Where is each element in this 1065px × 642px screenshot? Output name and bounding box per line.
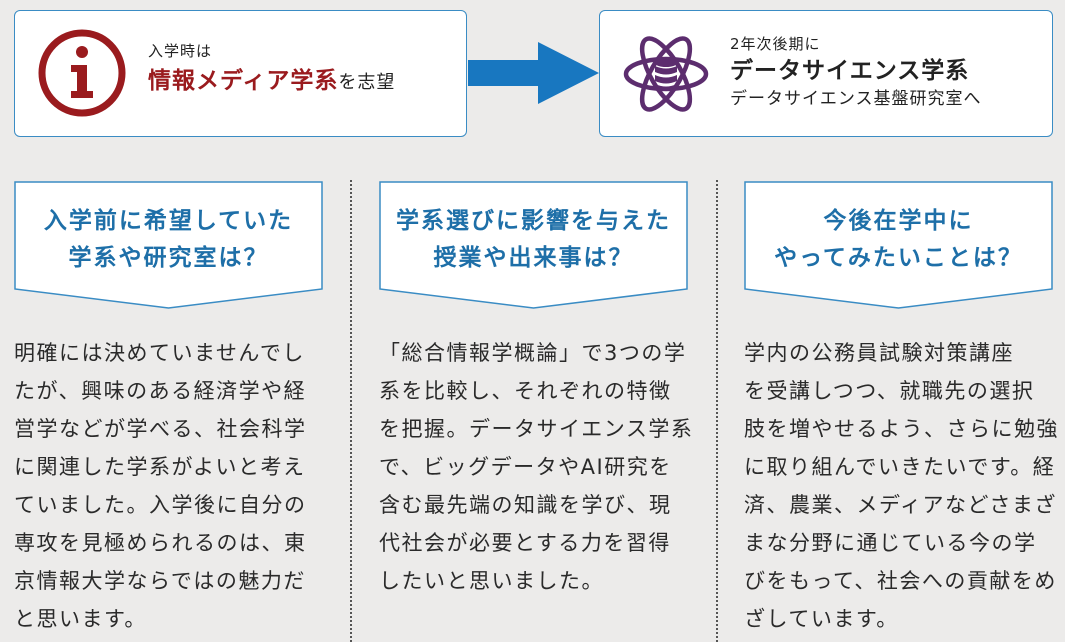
destination-department: データサイエンス学系 [730, 58, 970, 84]
question-line: やってみたいことは？ [774, 245, 1023, 271]
answer-text-3: 学内の公務員試験対策講座 を受講しつつ、就職先の選択 肢を増やせるよう、さらに勉… [744, 334, 1062, 638]
destination-card: 2年次後期に データサイエンス学系 データサイエンス基盤研究室へ [599, 10, 1053, 137]
origin-suffix: を志望 [338, 72, 396, 93]
answer-line: したいと思いました。 [379, 569, 604, 593]
answer-line: 営学などが学べる、社会科学 [14, 417, 307, 441]
answer-line: 学内の公務員試験対策講座 [744, 341, 1014, 365]
question-box-shape [744, 181, 1053, 309]
question-box-shape [379, 181, 688, 309]
answer-line: ていました。入学後に自分の [14, 493, 307, 517]
answer-line: を受講しつつ、就職先の選択 [744, 379, 1035, 403]
answer-line: と思います。 [14, 607, 147, 631]
right-arrow-icon [468, 42, 599, 104]
origin-department: 情報メディア学系 [148, 68, 339, 94]
question-box-3: 今後在学中に やってみたいことは？ [744, 181, 1053, 309]
answer-line: まな分野に通じている今の学 [744, 531, 1037, 555]
answer-line: 専攻を見極められるのは、東 [14, 531, 307, 555]
answer-line: 京情報大学ならではの魅力だ [14, 569, 306, 593]
answer-line: で、ビッグデータやAI研究を [379, 455, 672, 479]
question-box-shape [14, 181, 323, 309]
atom-database-icon [623, 36, 709, 112]
column-divider [716, 180, 718, 642]
question-box-1: 入学前に希望していた 学系や研究室は？ [14, 181, 323, 309]
info-icon [38, 29, 126, 117]
destination-lab: データサイエンス基盤研究室へ [730, 89, 982, 109]
question-line: 学系や研究室は？ [68, 245, 269, 271]
answer-line: 含む最先端の知識を学び、現 [379, 493, 672, 517]
answer-text-1: 明確には決めていませんでし たが、興味のある経済学や経 営学などが学べる、社会科… [14, 334, 332, 638]
answer-line: 明確には決めていませんでし [14, 341, 305, 365]
origin-card: 入学時は 情報メディア学系を志望 [14, 10, 467, 137]
answer-line: に取り組んでいきたいです。経 [744, 455, 1056, 479]
question-line: 学系選びに影響を与えた [396, 208, 671, 234]
question-line: 授業や出来事は？ [433, 245, 634, 271]
answer-line: たが、興味のある経済学や経 [14, 379, 307, 403]
answer-line: 系を比較し、それぞれの特徴 [379, 379, 672, 403]
column-divider [350, 180, 352, 642]
destination-caption: 2年次後期に [730, 35, 821, 53]
answer-line: ざしています。 [744, 607, 899, 631]
question-line: 入学前に希望していた [43, 208, 294, 234]
answer-line: 代社会が必要とする力を習得 [379, 531, 671, 555]
answer-line: 「総合情報学概論」で3つの学 [379, 341, 687, 365]
origin-caption: 入学時は [148, 42, 213, 60]
answer-line: を把握。データサイエンス学系 [379, 417, 694, 441]
answer-line: びをもって、社会への貢献をめ [744, 569, 1057, 593]
question-box-2: 学系選びに影響を与えた 授業や出来事は？ [379, 181, 688, 309]
answer-line: に関連した学系がよいと考え [14, 455, 306, 479]
answer-line: 肢を増やせるよう、さらに勉強 [744, 417, 1059, 441]
answer-line: 済、農業、メディアなどさまざ [744, 493, 1057, 517]
question-line: 今後在学中に [823, 208, 974, 234]
answer-text-2: 「総合情報学概論」で3つの学 系を比較し、それぞれの特徴 を把握。データサイエン… [379, 334, 697, 600]
